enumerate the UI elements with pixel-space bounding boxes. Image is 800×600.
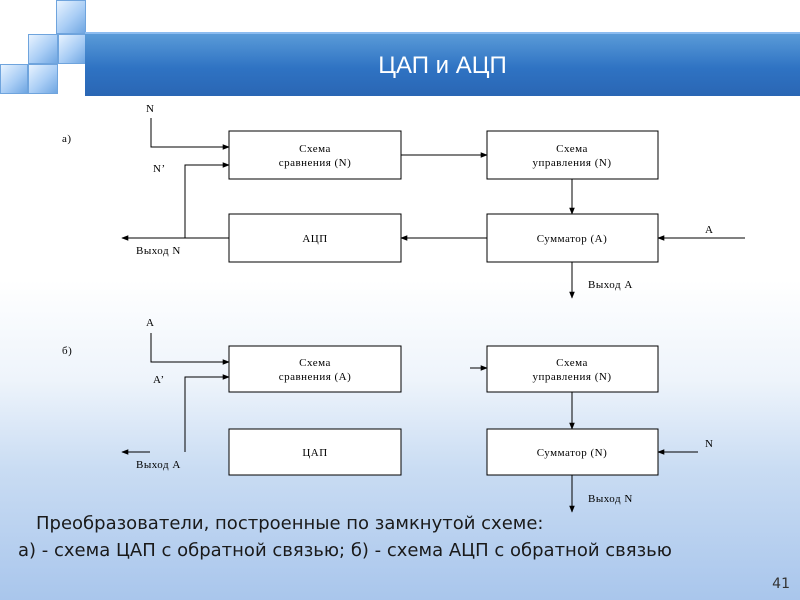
decor-cube xyxy=(0,64,28,94)
block-control-b-line1: Схема xyxy=(556,357,588,369)
input-right-b: N xyxy=(705,438,713,450)
output-left-b: Выход А xyxy=(136,459,181,471)
decor-cube xyxy=(56,0,86,34)
caption-line-1: Преобразователи, построенные по замкнуто… xyxy=(36,513,544,534)
input-line-a xyxy=(150,118,230,150)
input-top-a: N xyxy=(146,103,154,115)
feedback-line-b xyxy=(184,374,230,452)
block-control-a xyxy=(486,130,659,180)
block-compare-b-line1: Схема xyxy=(299,357,331,369)
block-compare-b xyxy=(228,345,402,393)
slide-title: ЦАП и АЦП xyxy=(378,52,507,79)
diagram-b xyxy=(121,333,698,513)
output-bottom-b: Выход N xyxy=(588,493,633,505)
block-control-a-line1: Схема xyxy=(556,143,588,155)
slide-caption: Преобразователи, построенные по замкнуто… xyxy=(18,510,778,564)
diagram-b-label: б) xyxy=(62,345,72,357)
block-adder-b-label: Сумматор (N) xyxy=(537,447,608,459)
feedback-label-a: N’ xyxy=(153,163,166,175)
block-dac-b xyxy=(228,428,402,476)
decor-cube xyxy=(58,34,86,64)
title-bar: ЦАП и АЦП xyxy=(85,32,800,96)
block-control-b xyxy=(486,345,659,393)
block-compare-a-line2: сравнения (N) xyxy=(279,157,352,169)
page-number: 41 xyxy=(772,576,790,592)
block-adc-a-label: АЦП xyxy=(302,233,327,245)
feedback-line-a xyxy=(184,162,230,238)
block-compare-a xyxy=(228,130,402,180)
diagram-a-label: а) xyxy=(62,133,72,145)
block-adder-b xyxy=(486,428,659,476)
diagram-a xyxy=(121,118,745,299)
input-top-b: А xyxy=(146,317,154,329)
output-bottom-a: Выход А xyxy=(588,279,633,291)
output-left-a: Выход N xyxy=(136,245,181,257)
block-dac-b-label: ЦАП xyxy=(302,447,327,459)
block-compare-b-line2: сравнения (А) xyxy=(279,371,352,383)
block-adc-a xyxy=(228,213,402,263)
block-adder-a-label: Сумматор (А) xyxy=(537,233,608,245)
decor-cube xyxy=(28,64,58,94)
block-control-b-line2: управления (N) xyxy=(532,371,611,383)
input-right-a: А xyxy=(705,224,713,236)
decor-cube xyxy=(28,34,58,64)
input-line-b xyxy=(150,333,230,365)
block-compare-a-line1: Схема xyxy=(299,143,331,155)
feedback-label-b: А’ xyxy=(153,374,165,386)
block-control-a-line2: управления (N) xyxy=(532,157,611,169)
caption-line-2: а) - схема ЦАП с обратной связью; б) - с… xyxy=(18,540,672,561)
